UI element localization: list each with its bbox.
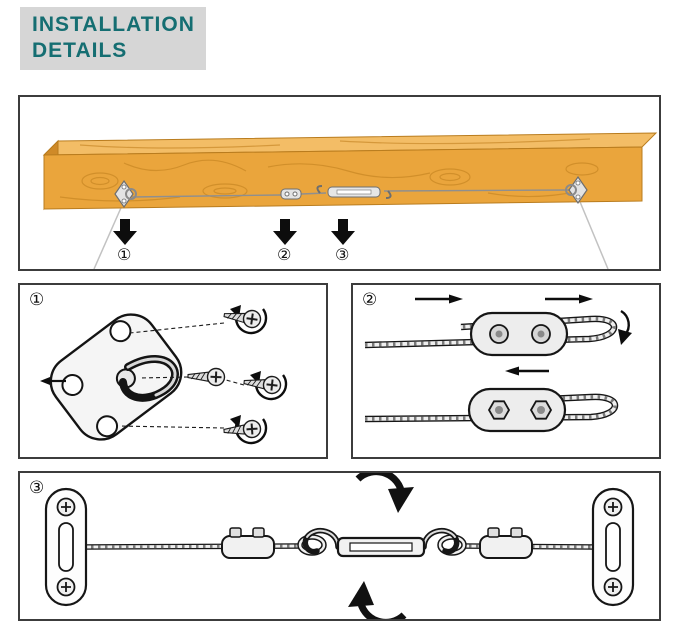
overview-illustration <box>42 132 658 269</box>
top-rope <box>364 315 618 349</box>
left-arrow-icon <box>40 377 66 385</box>
pad-eye-screws-illustration <box>40 303 288 445</box>
curved-arrow-icon <box>618 309 632 345</box>
rotate-arrow-up-icon <box>355 473 414 513</box>
left-pad-eye-plate <box>44 487 88 607</box>
wood-grain <box>59 138 599 202</box>
step1-label: ① <box>29 290 45 310</box>
turnbuckle-small <box>316 185 392 199</box>
assembly-illustration <box>44 473 635 619</box>
overview-step-1-label: ① <box>117 245 132 264</box>
pad-eye-plate <box>49 313 183 441</box>
right-clamp <box>479 527 533 559</box>
step2-label: ② <box>362 290 378 310</box>
hanging-wires <box>93 196 609 269</box>
wire-rope <box>131 189 573 198</box>
bottom-rope <box>364 393 619 423</box>
wood-beam <box>42 132 658 211</box>
step3-label: ③ <box>29 478 45 498</box>
left-pad-eye <box>114 179 137 209</box>
right-arrow-icon <box>415 294 463 304</box>
step3-panel: ③ <box>18 471 661 621</box>
leader-lines <box>118 322 245 429</box>
wire-clamp-small <box>280 188 302 200</box>
down-arrow-icon <box>331 219 355 245</box>
down-arrow-icon <box>273 219 297 245</box>
bottom-duplex-clamp <box>467 387 567 433</box>
right-pad-eye-plate <box>591 487 635 607</box>
screw-middle <box>186 366 226 387</box>
left-clamp <box>221 527 275 559</box>
step-down-arrows <box>113 219 355 245</box>
screw-top <box>222 303 268 335</box>
title-line-2: DETAILS <box>32 38 128 62</box>
down-arrow-icon <box>113 219 137 245</box>
rotate-arrow-down-icon <box>348 581 407 619</box>
direction-arrows <box>415 294 632 376</box>
overview-step-3-label: ③ <box>335 245 350 264</box>
overview-step-2-label: ② <box>277 245 292 264</box>
step2-panel: ② <box>351 283 661 459</box>
top-duplex-clamp <box>469 311 569 357</box>
step1-panel: ① <box>18 283 328 459</box>
pad-eye-ring <box>119 355 179 402</box>
overview-panel: ① ② ③ <box>18 95 661 271</box>
title-line-1: INSTALLATION <box>32 13 195 36</box>
right-arrow-icon <box>545 294 593 304</box>
screw-bottom <box>222 413 268 445</box>
wire-clamp-illustration <box>364 294 632 433</box>
right-pad-eye <box>565 175 588 205</box>
page-title: INSTALLATION DETAILS <box>20 7 206 71</box>
left-arrow-icon <box>505 366 549 376</box>
turnbuckle-body <box>336 536 426 558</box>
screw-right <box>242 369 288 401</box>
